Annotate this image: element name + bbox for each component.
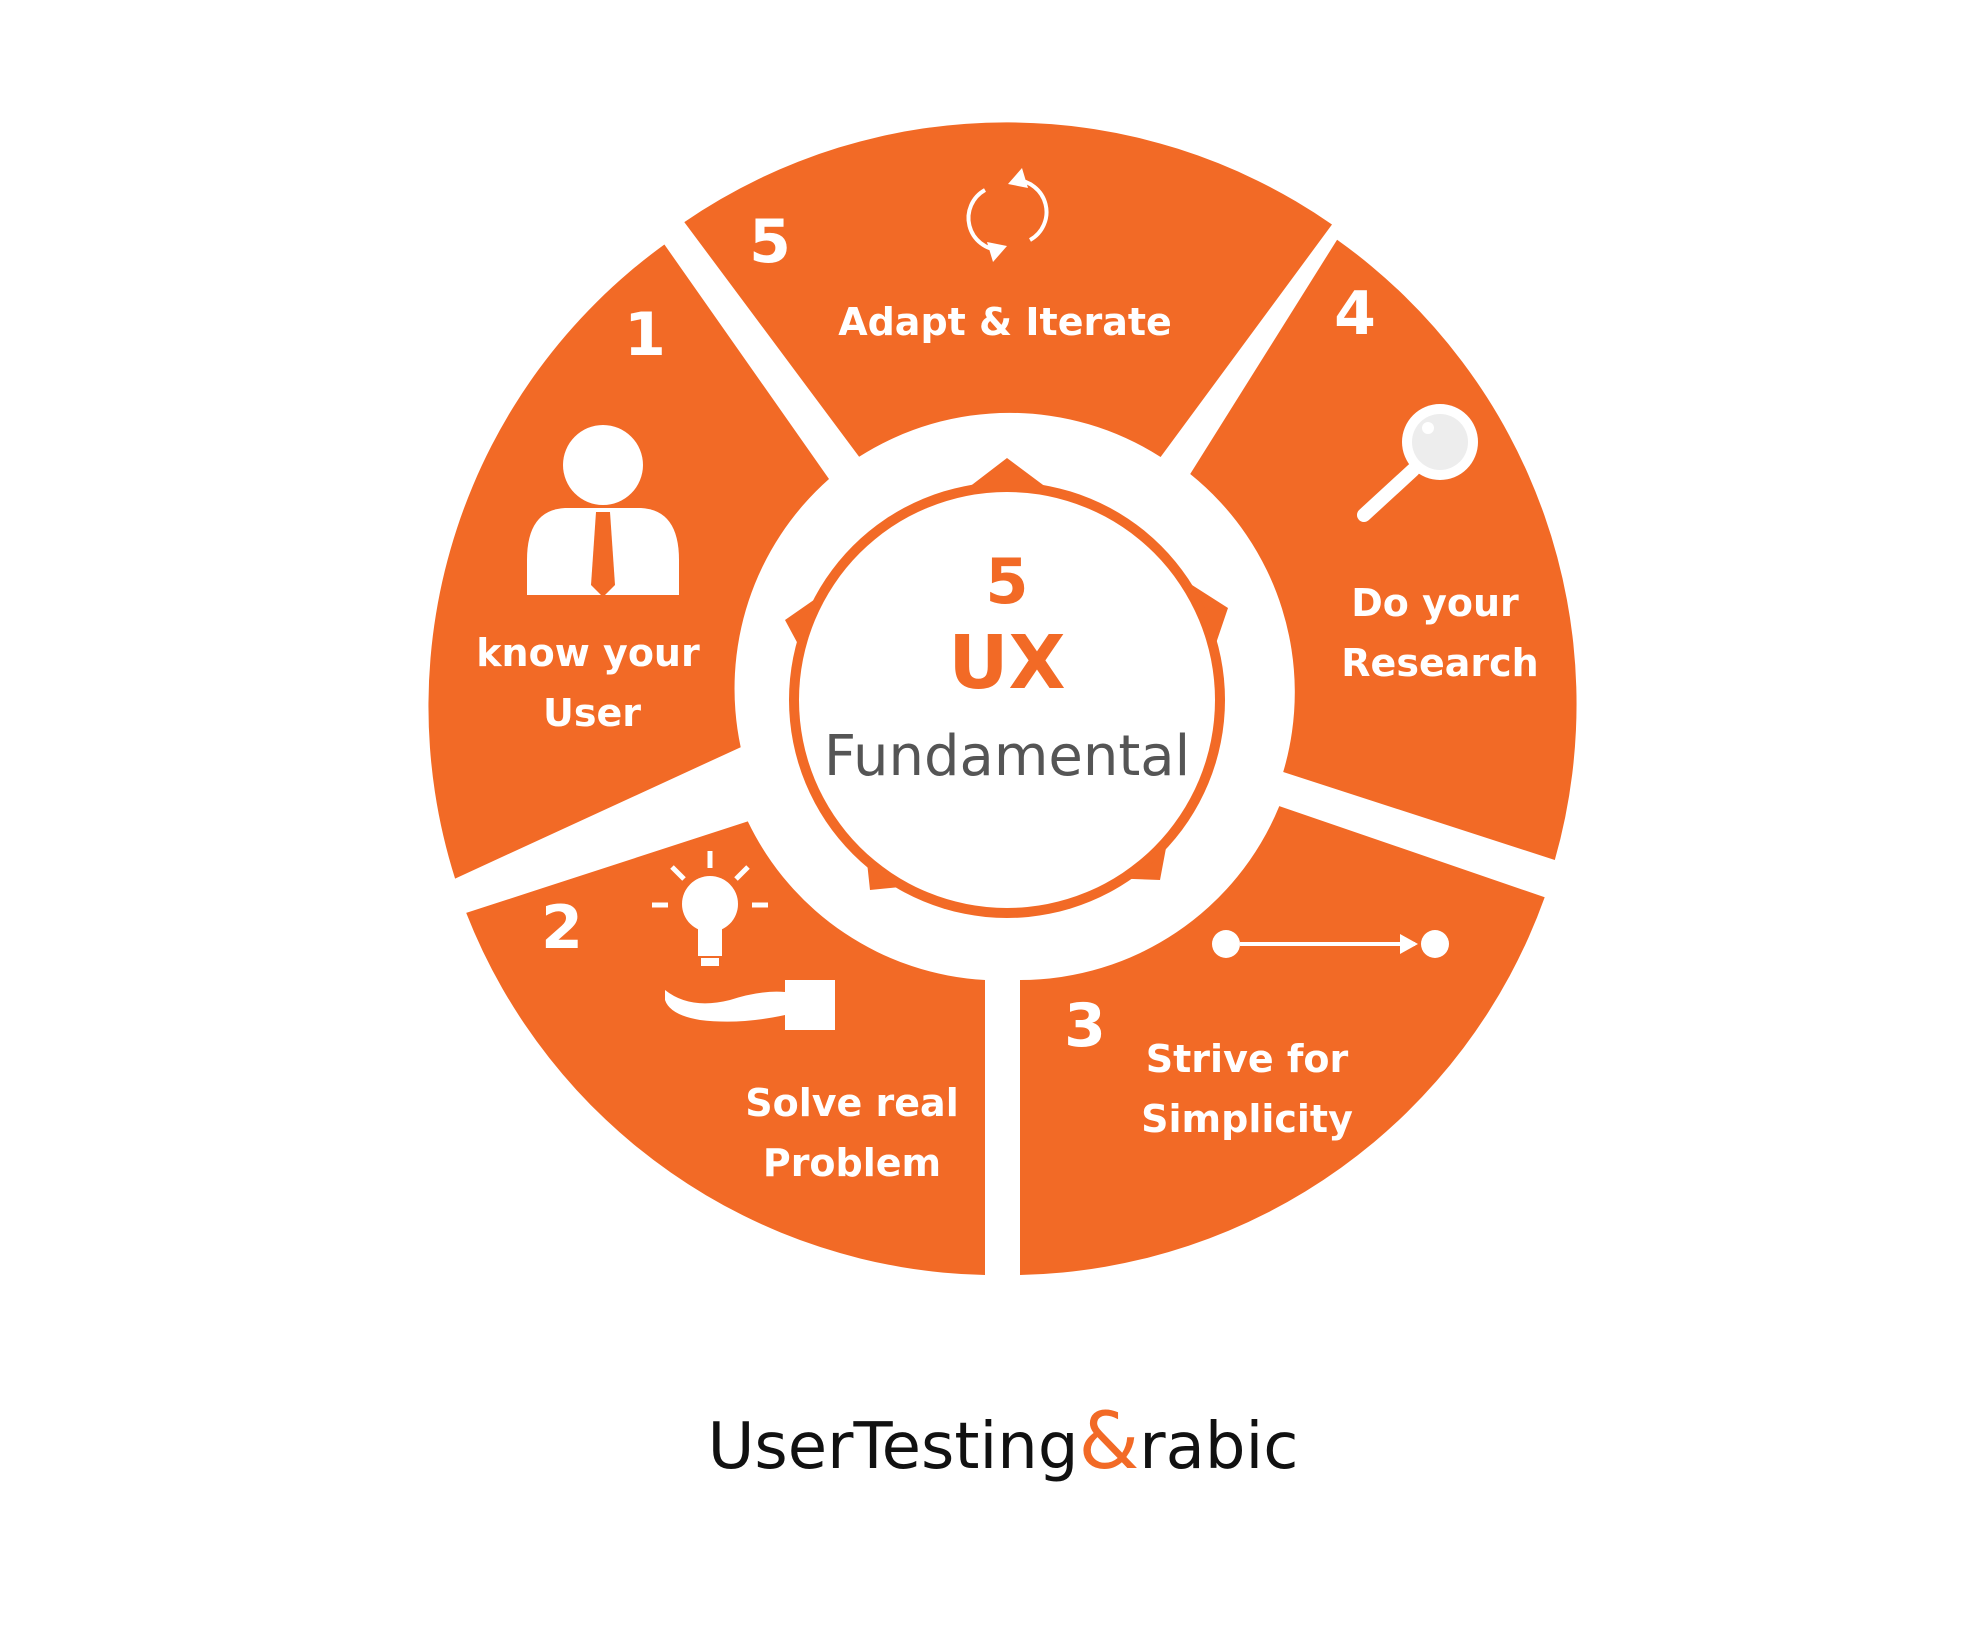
ring <box>428 122 1577 1275</box>
center-subtitle: Fundamental <box>824 724 1190 789</box>
segment-5-number: 5 <box>749 207 791 277</box>
user-icon <box>527 425 679 597</box>
segment-2-content: 2 Solve real Problem <box>541 851 959 1185</box>
segment-1-content: 1 know your User <box>476 300 700 735</box>
segment-2-label-line-1: Solve real <box>745 1081 958 1125</box>
segment-4 <box>1190 239 1577 860</box>
magnifier-icon <box>1357 404 1478 522</box>
segment-5-content: 5 Adapt & Iterate <box>749 168 1172 344</box>
segment-3-label-line-2: Simplicity <box>1141 1097 1353 1141</box>
lightbulb-hand-icon <box>652 851 835 1030</box>
logo-text-before: UserTesting <box>708 1410 1079 1484</box>
logo-mark: & <box>1078 1397 1139 1487</box>
segment-1-number: 1 <box>624 300 666 370</box>
center-badge: 5 UX Fundamental <box>785 458 1228 918</box>
segment-4-label-line-2: Research <box>1341 641 1538 685</box>
center-number: 5 <box>985 545 1028 618</box>
segment-2-label-line-2: Problem <box>763 1141 941 1185</box>
logo-text: UserTesting&rabic <box>708 1397 1299 1487</box>
center-title: UX <box>948 620 1065 706</box>
segment-3 <box>1020 806 1545 1275</box>
logo: UserTesting&rabic <box>708 1397 1299 1487</box>
segment-3-content: 3 Strive for Simplicity <box>1064 930 1449 1141</box>
segment-5-label: Adapt & Iterate <box>838 300 1172 344</box>
center-circle <box>799 492 1215 908</box>
segment-3-number: 3 <box>1064 991 1106 1061</box>
segment-1-label-line-2: User <box>543 691 641 735</box>
segment-4-number: 4 <box>1334 279 1376 349</box>
segment-2 <box>466 821 985 1275</box>
arrow-line-icon <box>1212 930 1449 958</box>
segment-1-label-line-1: know your <box>476 631 700 675</box>
logo-text-after: rabic <box>1139 1410 1298 1484</box>
segment-2-number: 2 <box>541 893 583 963</box>
segment-4-content: 4 Do your Research <box>1334 279 1539 685</box>
segment-3-label-line-1: Strive for <box>1146 1037 1349 1081</box>
segment-5 <box>684 122 1332 457</box>
refresh-icon <box>966 168 1049 262</box>
segment-4-label-line-1: Do your <box>1351 581 1519 625</box>
